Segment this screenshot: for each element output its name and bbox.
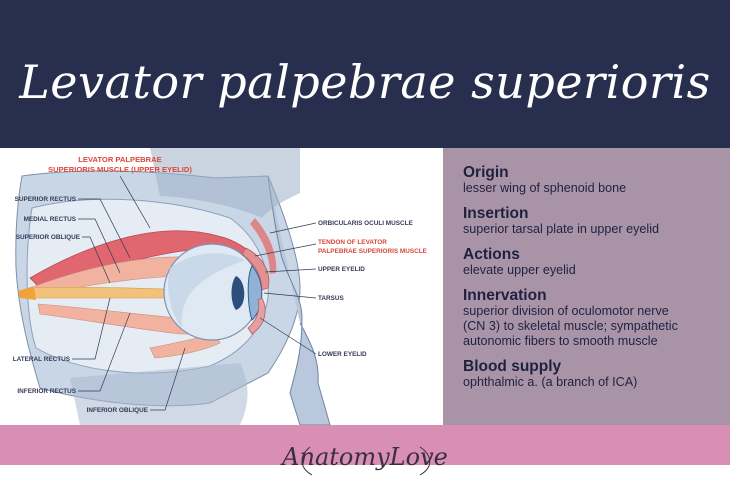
footer-logo: AnatomyLove (280, 443, 448, 476)
origin-text: lesser wing of sphenoid bone (463, 181, 627, 195)
figure-title-line2: SUPERIORIS MUSCLE (UPPER EYELID) (48, 165, 192, 174)
figure-title-line1: LEVATOR PALPEBRAE (78, 155, 161, 164)
origin-heading: Origin (463, 164, 509, 181)
face-profile (267, 175, 331, 425)
innervation-text-line1: superior division of oculomotor nerve (463, 304, 669, 318)
frontal-bone (150, 148, 300, 218)
leader-lateral-rectus (72, 297, 111, 360)
leader-lines (72, 175, 317, 411)
leader-lower-eyelid (259, 317, 317, 355)
iris (231, 276, 245, 310)
innervation-text-line2: (CN 3) to skeletal muscle; sympathetic (463, 319, 678, 333)
leader-tendon (254, 243, 317, 257)
insertion-heading: Insertion (463, 205, 529, 222)
logo-heart-swash (301, 446, 431, 476)
label-inferior-oblique: INFERIOR OBLIQUE (87, 407, 149, 414)
upper-eyelid-shape (241, 247, 270, 291)
page-title: Levator palpebrae superioris (18, 55, 711, 109)
sclera-shade (168, 253, 245, 328)
leader-superior-oblique (82, 236, 111, 284)
eye-anatomy-figure: LEVATOR PALPEBRAE SUPERIORIS MUSCLE (UPP… (0, 148, 443, 425)
leader-superior-rectus (78, 198, 131, 259)
blood-supply-section: Blood supply ophthalmic a. (a branch of … (463, 358, 720, 390)
leader-title (119, 175, 151, 229)
label-medial-rectus: MEDIAL RECTUS (24, 216, 77, 223)
actions-section: Actions elevate upper eyelid (463, 246, 720, 278)
actions-heading: Actions (463, 246, 520, 263)
innervation-text-line3: autonomic fibers to smooth muscle (463, 334, 658, 348)
label-lower-eyelid: LOWER EYELID (318, 351, 367, 358)
label-tarsus: TARSUS (318, 295, 345, 302)
label-tendon-line2: PALPEBRAE SUPERIORIS MUSCLE (318, 248, 428, 255)
muscle-info-panel: Origin lesser wing of sphenoid bone Inse… (443, 148, 730, 425)
leader-upper-eyelid (264, 268, 317, 273)
leader-inferior-oblique (150, 347, 186, 411)
label-superior-oblique: SUPERIOR OBLIQUE (16, 234, 81, 241)
label-upper-eyelid: UPPER EYELID (318, 266, 365, 273)
page-title-text: Levator palpebrae superioris (18, 55, 711, 109)
innervation-section: Innervation superior division of oculomo… (463, 287, 720, 349)
lower-eyelid-shape (247, 297, 266, 335)
label-inferior-rectus: INFERIOR RECTUS (17, 388, 76, 395)
actions-text: elevate upper eyelid (463, 263, 576, 277)
leader-medial-rectus (78, 218, 121, 274)
footer-logo-text: AnatomyLove (280, 443, 448, 471)
innervation-heading: Innervation (463, 287, 547, 304)
optic-nerve-tip (18, 286, 36, 300)
header-banner: Levator palpebrae superioris (0, 0, 730, 148)
eye-illustration: LEVATOR PALPEBRAE SUPERIORIS MUSCLE (UPP… (13, 148, 428, 425)
leader-tarsus (263, 292, 317, 299)
insertion-text: superior tarsal plate in upper eyelid (463, 222, 660, 236)
leader-orbicularis (269, 222, 317, 234)
label-lateral-rectus: LATERAL RECTUS (13, 356, 71, 363)
footer-band (0, 425, 730, 465)
label-superior-rectus: SUPERIOR RECTUS (15, 196, 77, 203)
origin-section: Origin lesser wing of sphenoid bone (463, 164, 720, 196)
label-tendon-line1: TENDON OF LEVATOR (318, 239, 387, 246)
footer: AnatomyLove (0, 425, 730, 487)
insertion-section: Insertion superior tarsal plate in upper… (463, 205, 720, 237)
leader-inferior-rectus (78, 312, 131, 392)
maxillary-bone (70, 363, 248, 425)
blood-supply-text: ophthalmic a. (a branch of ICA) (463, 375, 638, 389)
orbicularis-shape (250, 218, 277, 274)
blood-supply-heading: Blood supply (463, 358, 562, 375)
label-orbicularis-oculi: ORBICULARIS OCULI MUSCLE (318, 220, 414, 227)
